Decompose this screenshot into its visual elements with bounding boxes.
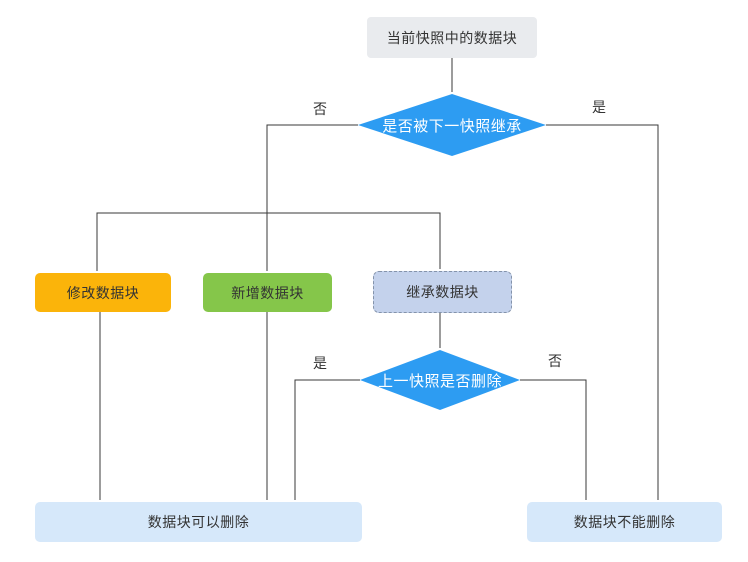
edge-decision2-no-to-not-deletable <box>520 379 587 500</box>
node-modified-block: 修改数据块 <box>35 273 171 312</box>
label-decision2-yes: 是 <box>313 355 327 371</box>
edge-branch-to-inherited-block <box>267 212 441 269</box>
node-deletable-result: 数据块可以删除 <box>35 502 362 542</box>
node-not-deletable-result: 数据块不能删除 <box>527 502 722 542</box>
node-current-block: 当前快照中的数据块 <box>367 17 537 58</box>
edge-decision2-yes-to-deletable <box>294 379 360 500</box>
node-new-block: 新增数据块 <box>203 273 332 312</box>
label-decision1-no: 否 <box>313 101 327 117</box>
label-decision1-yes: 是 <box>592 99 606 115</box>
edge-decision1-yes-to-not-deletable <box>546 124 659 500</box>
edge-decision1-no-to-new-block <box>266 124 358 271</box>
node-inherited-block: 继承数据块 <box>373 271 512 313</box>
label-decision2-no: 否 <box>548 353 562 369</box>
edge-branch-to-modified-block <box>96 212 267 271</box>
